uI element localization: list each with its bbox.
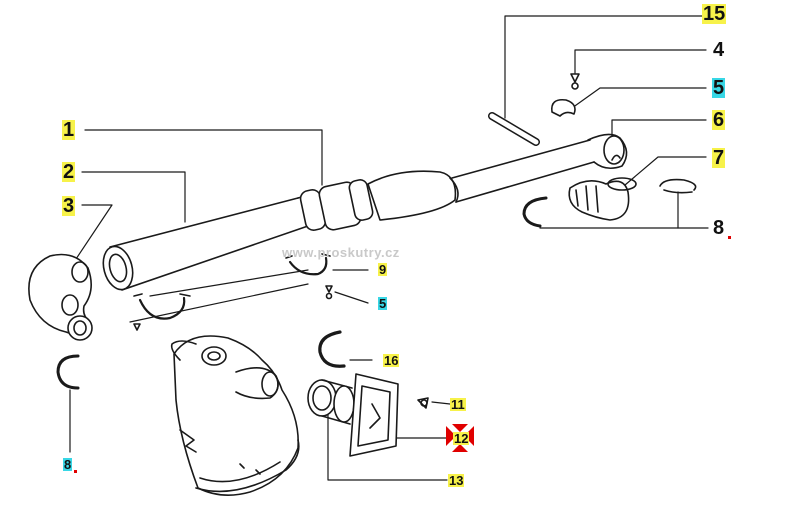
part-8-ring-mid bbox=[522, 196, 548, 228]
part-1-mid-pipe bbox=[297, 139, 595, 231]
watermark-text: www.proskutry.cz bbox=[282, 245, 400, 260]
muffler-body bbox=[170, 335, 300, 496]
callout-16: 16 bbox=[383, 353, 400, 368]
callout-8-left: 8 bbox=[63, 457, 73, 472]
part-3-front-elbow bbox=[28, 253, 93, 341]
part-2-front-pipe bbox=[102, 197, 309, 291]
leader-lines bbox=[69, 15, 709, 481]
callout-1: 1 bbox=[62, 119, 76, 141]
part-16-clamp bbox=[318, 330, 346, 368]
callout-15: 15 bbox=[702, 3, 727, 25]
callout-4: 4 bbox=[713, 39, 725, 61]
marker-dot bbox=[728, 236, 731, 239]
part-13-inlet-flange bbox=[307, 379, 355, 425]
part-8-ring-left bbox=[56, 354, 80, 390]
part-4-screw bbox=[570, 73, 580, 90]
callout-11: 11 bbox=[450, 397, 466, 412]
part-5-clip-lower bbox=[133, 285, 333, 331]
callout-5-lower: 5 bbox=[378, 296, 388, 311]
callout-12: 12 bbox=[453, 431, 470, 446]
part-15-rod bbox=[488, 112, 540, 146]
marker-dot bbox=[74, 470, 77, 473]
callout-13: 13 bbox=[448, 473, 465, 488]
callout-9: 9 bbox=[378, 262, 388, 277]
callout-5-upper: 5 bbox=[712, 77, 726, 99]
callout-6: 6 bbox=[712, 109, 726, 131]
callout-7: 7 bbox=[712, 147, 726, 169]
part-6-pipe-end bbox=[587, 133, 628, 170]
callout-8-right: 8 bbox=[713, 217, 725, 239]
part-7-rear-elbow bbox=[568, 177, 637, 221]
part-9-hanger-clamp bbox=[285, 253, 331, 276]
callout-3: 3 bbox=[62, 195, 76, 217]
part-9-hanger-clamp-lower bbox=[133, 293, 191, 320]
part-11-screw bbox=[417, 397, 429, 409]
callout-2: 2 bbox=[62, 161, 76, 183]
part-8-ring-right bbox=[659, 178, 697, 194]
part-5-clip-upper bbox=[550, 98, 576, 117]
part-12-gasket-plate bbox=[349, 373, 399, 457]
